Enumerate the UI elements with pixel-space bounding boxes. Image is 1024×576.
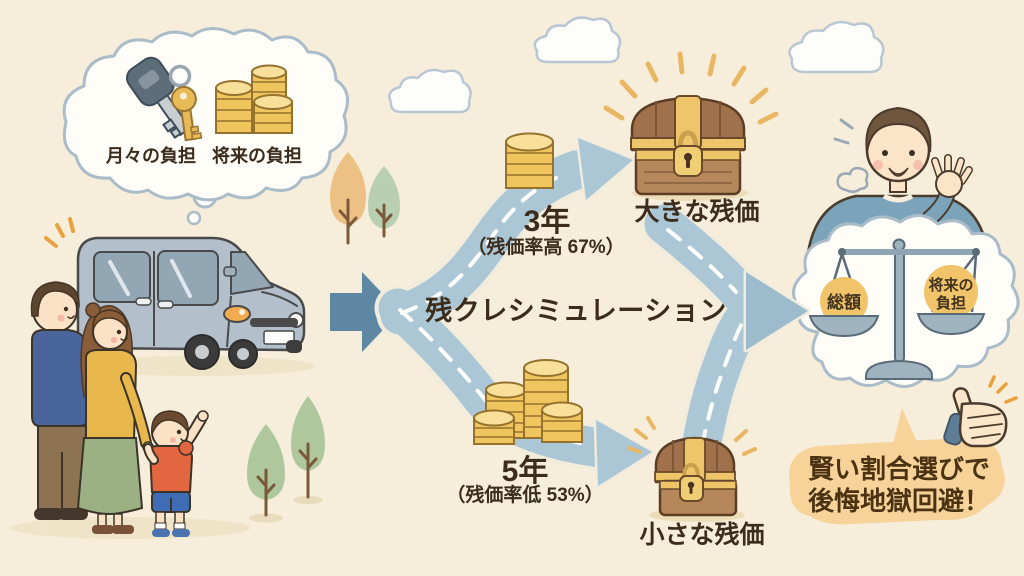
coin-stack-large-icon (473, 359, 583, 445)
treasure-chest-small: 小さな残価 (627, 416, 765, 549)
trees-mid (330, 152, 400, 245)
entry-arrow-icon (327, 269, 403, 355)
total-badge (820, 277, 868, 325)
term-5yr-label: 5年 (502, 455, 549, 488)
child-figure (143, 410, 209, 537)
future-burden-badge (924, 265, 978, 319)
coin-stacks-icon (215, 64, 293, 134)
mother-figure (76, 302, 154, 534)
car-grille (250, 318, 298, 327)
term-3yr-note: （残価率高 67%） (467, 235, 624, 258)
branch-labels: 3年 （残価率高 67%） 5年 （残価率低 53%） 残クレシミュレーション (425, 205, 726, 506)
thumbs-up-icon (943, 375, 1018, 448)
future-pan-label-2: 負担 (936, 294, 966, 312)
waving-hand-icon (931, 154, 973, 198)
sparkle-icon (627, 416, 757, 456)
treasure-chest-large: 大きな残価 (603, 51, 779, 226)
sparkle-icon (988, 375, 1018, 404)
diagram-title: 残クレシミュレーション (425, 296, 726, 326)
term-5yr-note: （残価率低 53%） (446, 483, 603, 506)
father-figure (30, 281, 89, 520)
clouds (388, 16, 885, 114)
rays-icon (603, 51, 779, 125)
small-residual-label: 小さな残価 (639, 521, 764, 549)
motion-lines-icon (833, 118, 854, 145)
monthly-burden-label: 月々の負担 (105, 145, 196, 166)
cloud-icon (533, 16, 622, 64)
car-windshield (230, 251, 274, 295)
sparkle-icon (44, 217, 75, 248)
minivan (76, 236, 306, 370)
total-label: 総額 (827, 292, 861, 312)
car-door-handle (157, 300, 174, 309)
tree-green-icon (247, 424, 285, 500)
car-door-handle (135, 297, 152, 306)
balance-bubble: 総額 将来の 負担 (743, 214, 1020, 388)
tree-orange-icon (330, 152, 366, 225)
tree-green-icon (368, 166, 400, 229)
future-pan-label-1: 将来の (928, 276, 973, 294)
road-arrowhead-bottom (593, 417, 655, 489)
road-top-right (644, 204, 766, 320)
car-mirror (223, 266, 237, 277)
callout-bubble: 賢い割合選びで 後悔地獄回避！ (789, 408, 1005, 525)
callout-line2: 後悔地獄回避！ (808, 486, 990, 516)
future-burden-label: 将来の負担 (212, 145, 302, 166)
term-3yr-label: 3年 (524, 205, 571, 238)
trees-bottom (247, 396, 325, 523)
sigh-puff-icon (836, 166, 869, 193)
cloud-icon (788, 20, 885, 74)
family-thought-bubble: 月々の負担 将来の負担 (62, 27, 350, 226)
family-group (30, 281, 209, 537)
large-residual-label: 大きな残価 (634, 198, 759, 226)
car-window (157, 250, 219, 306)
car-license-plate (263, 330, 295, 345)
balance-scale-icon: 総額 将来の 負担 (808, 238, 986, 380)
merge-arrow-icon (743, 269, 811, 353)
callout-line1: 賢い割合選びで (808, 454, 990, 484)
car-keys-icon (125, 56, 203, 142)
road-arrowhead-top (575, 135, 636, 203)
coin-stack-small-icon (505, 132, 554, 189)
cloud-icon (388, 68, 472, 114)
car-headlight (223, 305, 251, 323)
car-window (93, 251, 151, 303)
